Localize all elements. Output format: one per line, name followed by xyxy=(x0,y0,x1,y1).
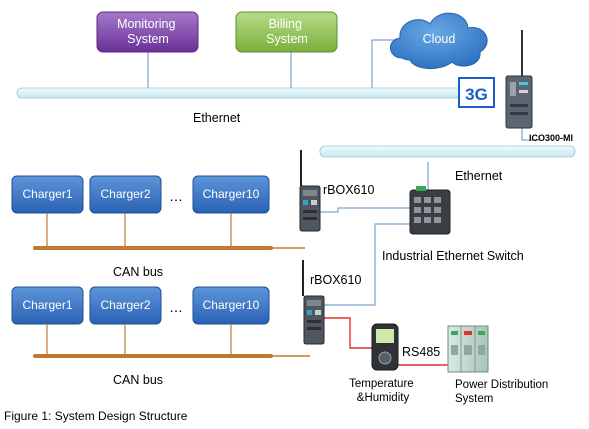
rbox-bottom-link xyxy=(320,223,410,306)
charger-bottom-1-label: Charger1 xyxy=(22,298,72,312)
rs485-label: RS485 xyxy=(402,345,440,359)
ico300-label: ICO300-MI xyxy=(529,133,573,143)
charger-bottom-2[interactable]: Charger2 xyxy=(89,286,162,325)
charger-row-bottom: Charger1 Charger2 … Charger10 xyxy=(11,286,270,356)
monitoring-line-1: Monitoring xyxy=(117,17,175,31)
cloud-label: Cloud xyxy=(423,32,456,46)
rbox610-top-label: rBOX610 xyxy=(323,183,374,197)
charger-top-10[interactable]: Charger10 xyxy=(192,175,270,214)
can-bus-top xyxy=(33,246,273,250)
can-bus-label-top: CAN bus xyxy=(113,265,163,279)
ethernet-switch-icon xyxy=(409,186,451,235)
ico-link xyxy=(521,128,540,141)
ellipsis-bottom: … xyxy=(169,299,183,315)
ethernet-label-mid: Ethernet xyxy=(455,169,503,183)
power-distribution-cabinet-icon xyxy=(447,325,489,373)
temperature-label: Temperature &Humidity xyxy=(349,378,417,404)
cloud-link xyxy=(371,39,395,88)
monitoring-system-box[interactable]: Monitoring System xyxy=(96,11,199,53)
rbox-top-link xyxy=(320,207,410,213)
charger-bottom-10[interactable]: Charger10 xyxy=(192,286,270,325)
billing-system-box[interactable]: Billing System xyxy=(235,11,338,53)
billing-system-label: Billing System xyxy=(266,17,308,46)
charger-bottom-1[interactable]: Charger1 xyxy=(11,286,84,325)
figure-caption: Figure 1: System Design Structure xyxy=(4,409,188,423)
temperature-line-2: &Humidity xyxy=(357,392,410,404)
power-distribution-label: Power Distribution System xyxy=(455,379,552,405)
rbox610-bottom-icon xyxy=(302,260,325,345)
charger-top-1-label: Charger1 xyxy=(22,187,72,201)
ethernet-bar-top xyxy=(16,87,481,99)
monitoring-line-2: System xyxy=(127,32,169,46)
monitoring-system-label: Monitoring System xyxy=(117,17,179,46)
ethernet-switch-label: Industrial Ethernet Switch xyxy=(382,249,524,263)
ethernet-bar-mid xyxy=(319,145,576,158)
ethernet-label-top: Ethernet xyxy=(193,111,241,125)
power-line-1: Power Distribution xyxy=(455,379,548,391)
three-g-badge: 3G xyxy=(458,77,495,108)
rbox610-bottom-label: rBOX610 xyxy=(310,273,361,287)
ellipsis-top: … xyxy=(169,188,183,204)
cloud[interactable]: Cloud xyxy=(390,12,488,69)
can-bus-label-bottom: CAN bus xyxy=(113,373,163,387)
temperature-sensor-icon xyxy=(371,323,399,371)
three-g-label: 3G xyxy=(465,85,488,104)
charger-top-2-label: Charger2 xyxy=(100,187,150,201)
charger-bottom-10-label: Charger10 xyxy=(203,298,260,312)
rbox610-top-icon xyxy=(299,150,321,232)
ico300-device-icon xyxy=(505,30,533,129)
temperature-line-1: Temperature xyxy=(349,378,414,390)
billing-line-1: Billing xyxy=(269,17,302,31)
charger-top-10-label: Charger10 xyxy=(203,187,260,201)
rs485-link xyxy=(320,317,372,349)
charger-bottom-2-label: Charger2 xyxy=(100,298,150,312)
charger-top-2[interactable]: Charger2 xyxy=(89,175,162,214)
can-bus-bottom xyxy=(33,354,273,358)
charger-row-top: Charger1 Charger2 … Charger10 xyxy=(11,175,270,248)
billing-line-2: System xyxy=(266,32,308,46)
charger-top-1[interactable]: Charger1 xyxy=(11,175,84,214)
power-line-2: System xyxy=(455,393,493,405)
connections xyxy=(147,39,540,366)
